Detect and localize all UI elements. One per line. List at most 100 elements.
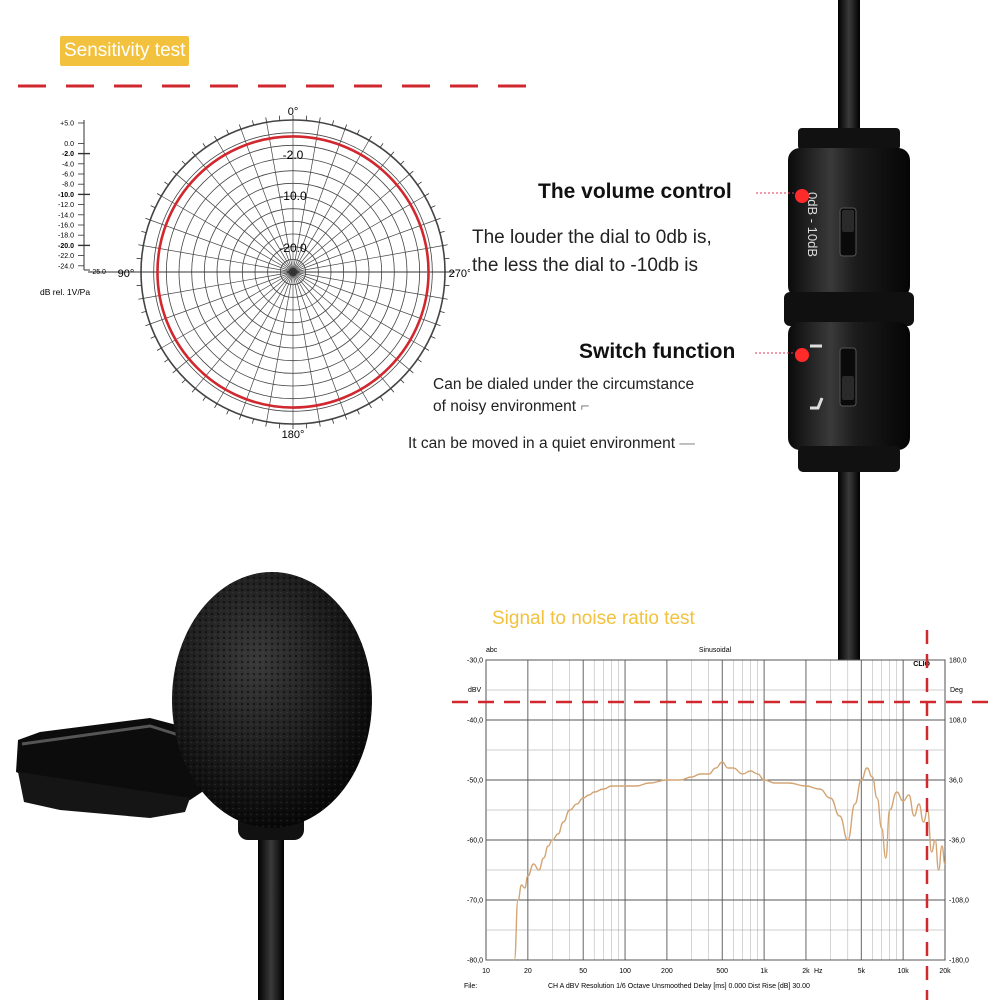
x-tick-label: 1k bbox=[760, 968, 768, 975]
polar-spoke bbox=[150, 271, 294, 325]
series-line bbox=[513, 761, 946, 961]
polar-tick bbox=[430, 335, 436, 339]
polar-tick bbox=[331, 120, 335, 126]
microphone-foam-and-clip bbox=[16, 572, 372, 1000]
polar-spoke bbox=[216, 271, 294, 404]
x-tick-label: 10 bbox=[482, 968, 490, 975]
y-tick-label: -80,0 bbox=[467, 958, 483, 965]
volume-control-label: The volume control bbox=[538, 180, 732, 203]
polar-spoke bbox=[240, 129, 294, 273]
angle-label-top: 0° bbox=[288, 106, 299, 118]
polar-tick bbox=[141, 310, 147, 314]
db-scale-label: -12.0 bbox=[58, 202, 74, 209]
db-scale-label: -2.0 bbox=[62, 151, 74, 158]
polar-tick bbox=[172, 170, 177, 175]
lower-cable bbox=[838, 470, 860, 660]
controller-bottom-cap bbox=[798, 446, 900, 472]
y2-tick-label: 36,0 bbox=[949, 778, 963, 785]
polar-tick bbox=[214, 403, 218, 409]
hz-label: Hz bbox=[814, 968, 823, 975]
polar-spoke bbox=[292, 271, 436, 325]
ring-label-2: -10.0 bbox=[279, 189, 307, 203]
polar-tick bbox=[356, 129, 360, 135]
polar-tick bbox=[181, 160, 186, 165]
polar-tick bbox=[156, 347, 162, 351]
db-scale: +5.00.0-2.0-4.0-6.0-8.0-10.0-12.0-14.0-1… bbox=[58, 120, 90, 271]
db-scale-label: 0.0 bbox=[64, 141, 74, 148]
polar-spoke bbox=[292, 271, 391, 389]
db-scale-label: -16.0 bbox=[58, 223, 74, 230]
controller-top-cap bbox=[798, 128, 900, 150]
polar-tick bbox=[368, 135, 372, 141]
snr-horizontal-dashed bbox=[452, 700, 996, 704]
x-tick-label: 50 bbox=[579, 968, 587, 975]
scale-bottom-label: -25.0 bbox=[90, 269, 106, 276]
polar-tick bbox=[265, 421, 267, 427]
controller-ring bbox=[784, 292, 914, 326]
polar-grid bbox=[88, 115, 455, 429]
polar-spoke bbox=[266, 271, 294, 422]
polar-spoke bbox=[161, 271, 294, 349]
y-tick-label: -40,0 bbox=[467, 718, 483, 725]
polar-spoke bbox=[292, 271, 370, 404]
polar-tick bbox=[238, 414, 242, 420]
polar-tick bbox=[409, 170, 414, 175]
polar-spoke bbox=[143, 245, 294, 273]
polar-tick bbox=[390, 151, 395, 156]
volume-desc-line-2: the less the dial to -10db is bbox=[472, 255, 699, 276]
polar-tick bbox=[439, 230, 445, 234]
clip-highlight bbox=[21, 724, 183, 746]
left-unit-label: dBV bbox=[468, 687, 482, 694]
polar-tick bbox=[319, 421, 321, 427]
polar-tick bbox=[379, 396, 384, 401]
polar-spoke bbox=[292, 195, 425, 273]
polar-tick bbox=[172, 369, 177, 374]
polar-spoke bbox=[292, 155, 391, 273]
snr-test-title: Signal to noise ratio test bbox=[492, 608, 695, 629]
polar-spoke bbox=[292, 122, 320, 273]
polar-spoke bbox=[292, 271, 410, 370]
x-tick-label: 20 bbox=[524, 968, 532, 975]
noisy-switch-icon: ⌐ bbox=[580, 398, 590, 415]
polar-spoke bbox=[216, 140, 294, 273]
y2-tick-label: -36,0 bbox=[949, 838, 965, 845]
ring-label-1: -2.0 bbox=[283, 148, 304, 162]
noisy-line-2: of noisy environment ⌐ bbox=[433, 396, 694, 418]
polar-spoke bbox=[266, 122, 294, 273]
y2-tick-label: 108,0 bbox=[949, 718, 967, 725]
polar-tick bbox=[265, 117, 267, 123]
quiet-environment-note: It can be moved in a quiet environment — bbox=[408, 433, 695, 455]
polar-tick bbox=[226, 409, 230, 415]
quiet-switch-icon: — bbox=[679, 435, 695, 452]
y-tick-label: -60,0 bbox=[467, 838, 483, 845]
polar-spoke bbox=[176, 271, 294, 370]
polar-spoke bbox=[292, 219, 436, 273]
polar-response-curve bbox=[156, 135, 430, 409]
y2-tick-label: -108,0 bbox=[949, 898, 969, 905]
db-scale-label: -22.0 bbox=[58, 253, 74, 260]
x-tick-label: 5k bbox=[858, 968, 866, 975]
polar-tick bbox=[435, 323, 441, 327]
polar-tick bbox=[319, 117, 321, 123]
polar-tick bbox=[424, 347, 430, 351]
switch-function-label: Switch function bbox=[579, 340, 736, 363]
polar-tick bbox=[356, 409, 360, 415]
x-tick-label: 10k bbox=[897, 968, 909, 975]
polar-spoke bbox=[150, 219, 294, 273]
mic-cable bbox=[258, 830, 284, 1000]
polar-spoke bbox=[292, 174, 410, 273]
db-scale-label: -4.0 bbox=[62, 161, 74, 168]
db-scale-label: -10.0 bbox=[58, 192, 74, 199]
snr-frequency-chart: -30,0-40,0-50,0-60,0-70,0-80,0 180,0108,… bbox=[464, 630, 969, 1000]
polar-center bbox=[289, 268, 297, 276]
polar-pattern-chart: +5.00.0-2.0-4.0-6.0-8.0-10.0-12.0-14.0-1… bbox=[40, 106, 470, 441]
volume-description: The louder the dial to 0db is, the less … bbox=[472, 224, 712, 280]
polar-tick bbox=[251, 120, 255, 126]
chart-unit-abc: abc bbox=[486, 647, 498, 654]
polar-tick bbox=[251, 418, 255, 424]
volume-slider-knob bbox=[842, 210, 854, 232]
polar-tick bbox=[202, 143, 207, 148]
polar-tick bbox=[138, 298, 144, 300]
polar-tick bbox=[442, 298, 448, 300]
db-scale-label: -18.0 bbox=[58, 233, 74, 240]
